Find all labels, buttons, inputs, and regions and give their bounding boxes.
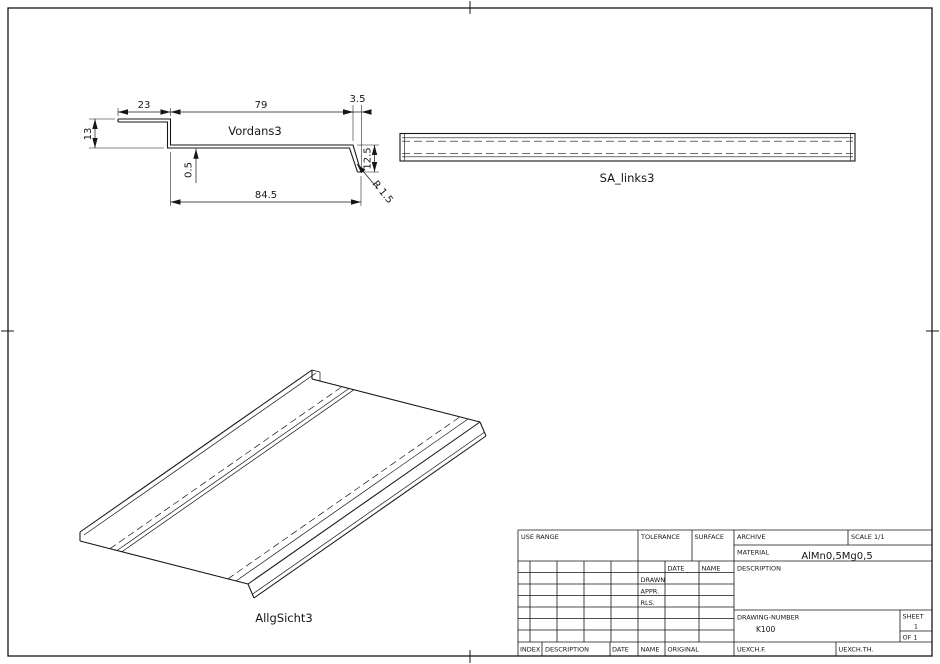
exchange-for-label: UEXCH.F. <box>737 646 766 654</box>
dim-label-overall-width: 84.5 <box>255 190 277 201</box>
name-header: NAME <box>702 565 721 573</box>
dim-left-height: 13 <box>83 119 98 148</box>
section-profile <box>117 118 362 173</box>
iso-bend-tangents <box>116 388 469 582</box>
side-view: SA_links3 <box>399 132 856 185</box>
date-header: DATE <box>668 565 685 573</box>
iso-hem-details <box>83 369 485 595</box>
dim-label-lip-width: 23 <box>138 100 151 111</box>
dim-bend-radius: R 1.5 <box>356 163 395 206</box>
scale-label: SCALE <box>851 533 872 541</box>
dim-thickness: 0.5 <box>184 148 199 183</box>
index-label: INDEX <box>520 646 541 654</box>
drawing-number-value: K100 <box>756 625 775 634</box>
dim-label-thickness: 0.5 <box>184 162 195 178</box>
dim-web-width: 79 <box>170 100 353 115</box>
exchange-through-label: UEXCH.TH. <box>839 646 874 654</box>
radius-leader <box>356 163 379 190</box>
title-block-grid <box>517 529 932 656</box>
iso-view-label: AllgSicht3 <box>255 611 313 625</box>
side-view-label: SA_links3 <box>600 171 655 185</box>
revision-date-label: DATE <box>612 646 629 654</box>
use-range-label: USE RANGE <box>521 533 559 541</box>
side-view-hidden-lines <box>402 140 853 154</box>
side-view-hem-lines <box>402 137 853 158</box>
material-label: MATERIAL <box>737 549 770 557</box>
iso-view: AllgSicht3 <box>79 369 487 625</box>
section-extension-lines <box>89 105 379 206</box>
side-view-end-lines <box>404 133 851 161</box>
sheet-label: SHEET <box>903 613 924 621</box>
revision-name-label: NAME <box>641 646 660 654</box>
iso-hidden-bend-lines <box>109 386 461 580</box>
dim-lip-width: 23 <box>118 100 171 115</box>
sheet-of-label: OF 1 <box>903 634 918 642</box>
dim-label-web-width: 79 <box>255 100 268 111</box>
released-label: RLS. <box>641 599 655 607</box>
revision-description-label: DESCRIPTION <box>545 646 589 654</box>
drawing-number-label: DRAWING-NUMBER <box>737 614 800 622</box>
surface-label: SURFACE <box>695 533 725 541</box>
dim-label-right-height: 12.5 <box>363 147 374 169</box>
side-view-outline <box>399 132 856 162</box>
description-label: DESCRIPTION <box>737 565 781 573</box>
archive-label: ARCHIVE <box>737 533 766 541</box>
dim-right-height: 12.5 <box>363 145 378 172</box>
dim-flange-offset: 3.5 <box>343 94 372 115</box>
drawn-label: DRAWN <box>641 576 666 584</box>
dim-label-flange-offset: 3.5 <box>350 94 366 105</box>
dim-label-left-height: 13 <box>83 128 94 141</box>
section-view-label: Vordans3 <box>228 124 281 138</box>
sheet-number: 1 <box>914 623 918 631</box>
original-label: ORIGINAL <box>668 646 700 654</box>
scale-value: 1/1 <box>874 533 884 541</box>
dim-overall-width: 84.5 <box>170 190 361 205</box>
title-block: USE RANGE TOLERANCE SURFACE ARCHIVE SCAL… <box>517 529 932 656</box>
tolerance-label: TOLERANCE <box>640 533 680 541</box>
dim-label-bend-radius: R 1.5 <box>370 179 395 206</box>
iso-outline <box>79 369 487 599</box>
section-view: 23 79 3.5 13 0.5 12.5 R 1.5 <box>83 94 395 206</box>
approved-label: APPR. <box>641 587 660 595</box>
material-value: AlMn0,5Mg0,5 <box>801 551 872 562</box>
